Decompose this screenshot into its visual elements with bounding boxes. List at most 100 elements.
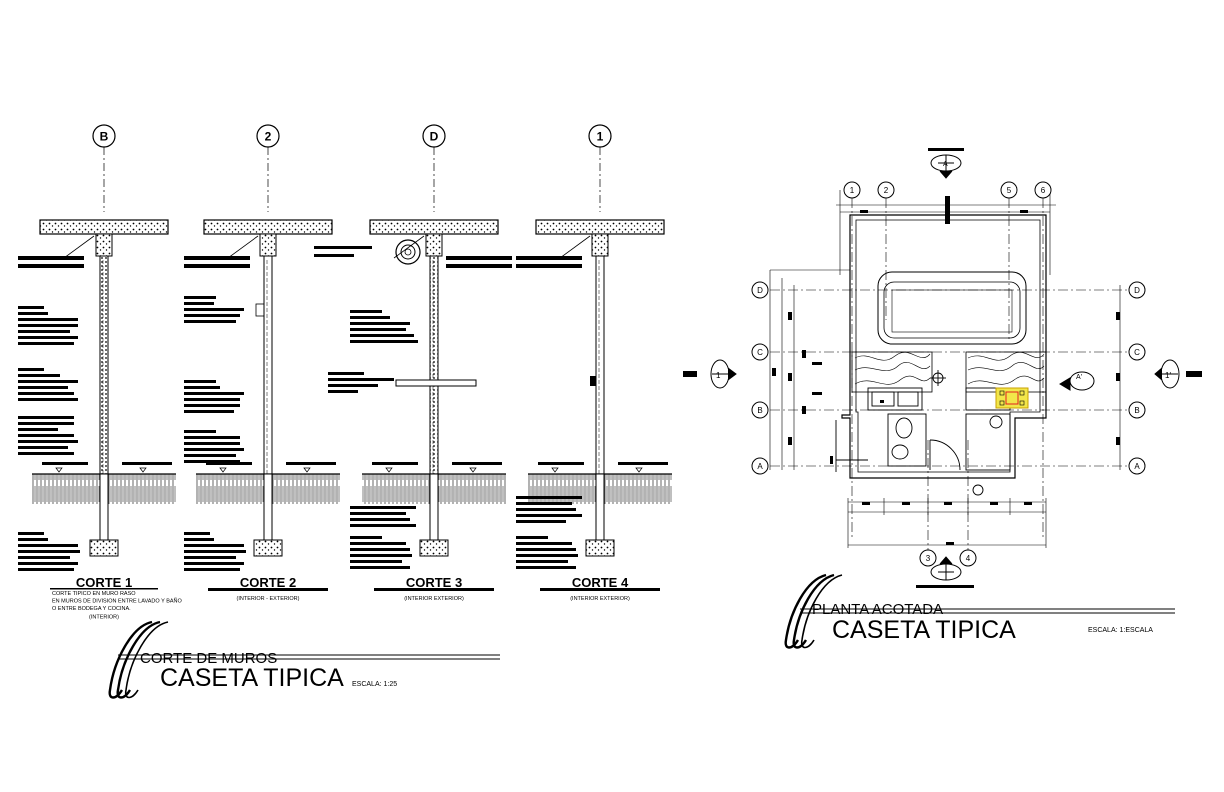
note-text-block <box>350 560 402 563</box>
axis-bottom-3: 3 <box>919 549 937 567</box>
note-text-block <box>18 392 74 395</box>
note-text-block <box>18 380 78 383</box>
note-text-block <box>350 548 410 551</box>
note-text-block <box>18 318 78 321</box>
note-text-block <box>184 442 240 445</box>
note-text-block <box>184 308 244 311</box>
note-text-block <box>184 398 240 401</box>
note-text-block <box>184 454 236 457</box>
right-scale: ESCALA: 1:ESCALA <box>1088 627 1153 634</box>
axis-top-1: 1 <box>843 181 861 199</box>
note-text-block <box>18 336 78 339</box>
axis-bottom-4: 4 <box>959 549 977 567</box>
grid-label: 1 <box>597 130 604 144</box>
section-note: EN MUROS DE DIVISION ENTRE LAVADO Y BAÑO <box>52 598 183 605</box>
right-title: CASETA TIPICA <box>832 616 1016 644</box>
section-mark-right: 1' <box>1165 371 1171 380</box>
note-text-block <box>18 434 74 437</box>
section-mark-top: A <box>943 161 948 168</box>
bond-beam <box>259 233 277 257</box>
note-text-block <box>18 386 68 389</box>
left-subtitle: CORTE DE MUROS <box>140 650 277 667</box>
plan-dimension-ticks <box>772 196 1120 545</box>
svg-text:C: C <box>757 348 763 357</box>
svg-text:6: 6 <box>1041 186 1046 195</box>
plan-counter-hatch <box>851 351 1047 393</box>
note-text-block <box>184 568 240 571</box>
note-text-block <box>184 256 250 260</box>
note-text-block <box>350 340 418 343</box>
section-note: (INTERIOR) <box>89 615 119 621</box>
note-text-block <box>516 536 548 539</box>
note-text-block <box>18 440 78 443</box>
note-text-block <box>184 264 250 268</box>
title-logo-mark-right <box>784 573 843 649</box>
note-text-block <box>184 436 240 439</box>
section-marker-right <box>1154 359 1202 389</box>
title-logo-mark-left <box>108 620 169 699</box>
axis-left-C: C <box>751 343 769 361</box>
note-text-block <box>516 520 566 523</box>
note-text-block <box>184 314 240 317</box>
axis-top-5: 5 <box>1000 181 1018 199</box>
axis-right-D: D <box>1128 281 1146 299</box>
left-title-block: CORTE DE MUROS CASETA TIPICA ESCALA: 1:2… <box>108 620 500 699</box>
note-text-block <box>184 380 216 383</box>
note-text-block <box>516 496 582 499</box>
section-title: CORTE 4 <box>572 575 629 590</box>
note-text-block <box>328 378 394 381</box>
roof-slab <box>39 219 169 235</box>
svg-text:A: A <box>757 462 763 471</box>
drain-pipe-detail <box>395 239 421 265</box>
section-marker-left <box>683 359 737 389</box>
svg-text:4: 4 <box>966 554 971 563</box>
note-text-block <box>18 544 78 547</box>
plan-rooms <box>835 370 1011 496</box>
svg-text:B: B <box>1134 406 1139 415</box>
window-sill <box>395 379 477 387</box>
note-text-block <box>18 562 78 565</box>
note-text-block <box>18 422 74 425</box>
note-text-block <box>18 256 84 260</box>
note-text-block <box>516 256 582 260</box>
grid-label: D <box>430 130 439 144</box>
right-subtitle: PLANTA ACOTADA <box>812 601 943 618</box>
note-text-block <box>18 416 74 419</box>
note-text-block <box>18 550 80 553</box>
note-text-block <box>350 316 390 319</box>
note-text-block <box>350 536 382 539</box>
axis-top-2: 2 <box>877 181 895 199</box>
bond-beam <box>591 233 609 257</box>
left-title: CASETA TIPICA <box>160 664 344 692</box>
plan-dimension-lines <box>769 190 1121 548</box>
note-text-block <box>314 246 372 249</box>
note-text-block <box>18 556 70 559</box>
note-text-block <box>446 264 512 268</box>
note-text-block <box>18 324 78 327</box>
note-text-block <box>18 446 68 449</box>
footing <box>253 539 283 557</box>
note-text-block <box>328 372 364 375</box>
section-mark-left: 1 <box>716 371 721 380</box>
note-text-block <box>184 386 220 389</box>
note-text-block <box>184 550 246 553</box>
axis-right-A: A <box>1128 457 1146 475</box>
note-text-block <box>18 374 60 377</box>
footing <box>419 539 449 557</box>
section-note: CORTE TIPICO EN MURO RASO <box>52 591 136 597</box>
roof-slab <box>535 219 665 235</box>
section-mark-a-prime: A' <box>1076 374 1082 381</box>
note-text-block <box>184 460 240 463</box>
axis-right-C: C <box>1128 343 1146 361</box>
note-text-block <box>516 264 582 268</box>
note-text-block <box>18 538 48 541</box>
bond-beam <box>425 233 443 257</box>
note-text-block <box>516 508 576 511</box>
note-text-block <box>314 254 354 257</box>
note-text-block <box>516 548 576 551</box>
grid-label: 2 <box>265 130 272 144</box>
note-text-block <box>350 506 416 509</box>
note-text-block <box>18 452 74 455</box>
